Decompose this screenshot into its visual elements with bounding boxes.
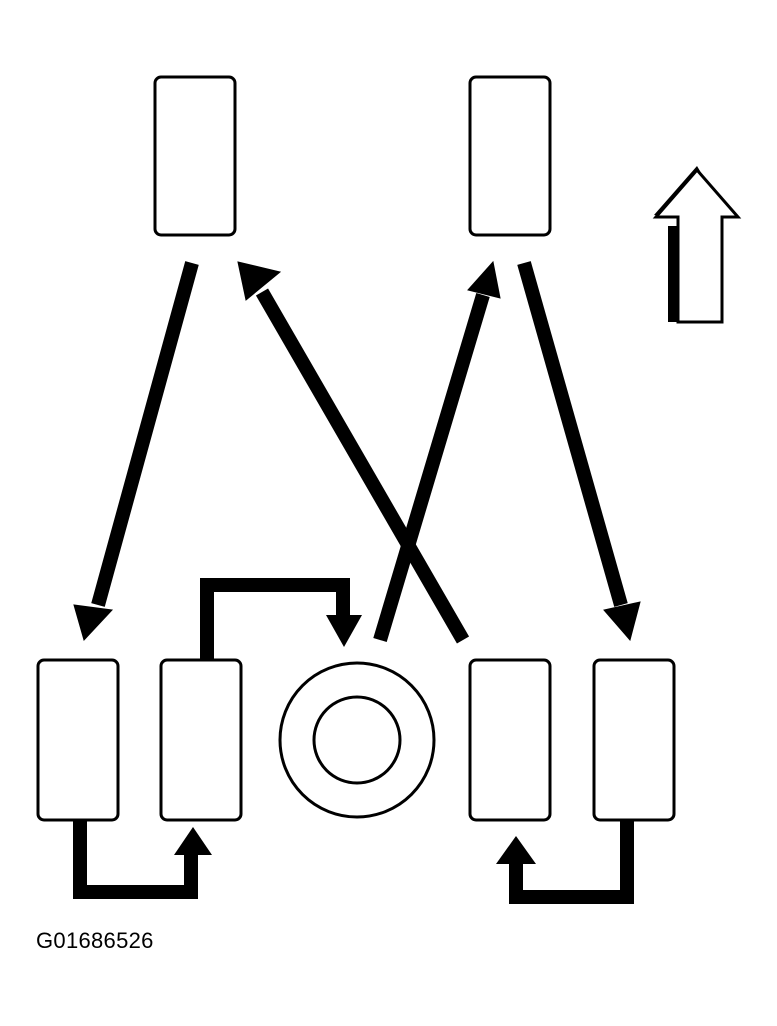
- arrow-shaft-rear-left-to-front: [91, 261, 199, 607]
- direction-arrow-outline: [652, 167, 742, 324]
- arrow-head-inner-to-spare: [326, 615, 362, 647]
- tire-front-left-inner: [159, 658, 243, 822]
- arrow-shaft-outer-to-inner-right: [509, 820, 634, 904]
- spare-tire-outer: [278, 661, 436, 819]
- arrow-head-outer-to-inner-right: [496, 836, 536, 864]
- spare-tire-inner: [312, 695, 402, 785]
- tire-front-left-outer: [36, 658, 120, 822]
- tire-front-right-outer: [592, 658, 676, 822]
- arrow-shaft-inner-to-spare: [200, 578, 350, 660]
- arrow-head-rear-right-to-front: [603, 601, 641, 642]
- elbow-arrows: [73, 578, 634, 904]
- spare-tire: [278, 661, 436, 819]
- arrow-up-icon: [652, 166, 742, 324]
- arrow-shaft-rear-right-to-front: [517, 261, 628, 607]
- tire-rear-left: [153, 75, 237, 237]
- diagonal-arrows: [73, 260, 641, 644]
- tires-group: [36, 75, 676, 822]
- tire-rear-right: [468, 75, 552, 237]
- arrow-head-front-to-rear-left: [237, 261, 282, 301]
- arrow-head-rear-left-to-front: [73, 604, 114, 641]
- figure-id-label: G01686526: [36, 928, 154, 953]
- arrow-shaft-front-to-rear-left: [255, 288, 470, 644]
- arrow-shaft-outer-to-inner-left: [73, 820, 198, 899]
- arrow-head-outer-to-inner-left: [174, 827, 212, 855]
- arrow-shaft-spare-to-rear-right: [373, 292, 490, 643]
- tire-front-right-inner: [468, 658, 552, 822]
- arrow-head-spare-to-rear-right: [467, 260, 501, 299]
